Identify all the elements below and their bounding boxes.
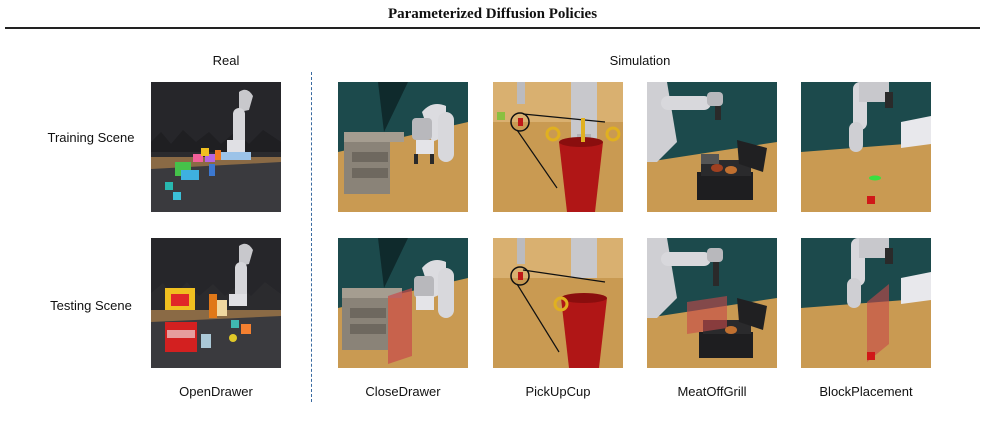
task-label-pickupcup: PickUpCup (525, 384, 591, 399)
image-blockplacement-training (801, 82, 931, 212)
image-meatoffgrill-training (647, 82, 777, 212)
image-real-training (151, 82, 281, 212)
image-blockplacement-testing (801, 238, 931, 368)
header-simulation: Simulation (609, 53, 671, 68)
title-rule (5, 27, 980, 29)
figure-title: Parameterized Diffusion Policies (387, 6, 598, 22)
real-sim-divider (311, 72, 312, 402)
task-label-opendrawer: OpenDrawer (179, 384, 253, 399)
task-label-meatoffgrill: MeatOffGrill (677, 384, 747, 399)
image-pickupcup-training (493, 82, 623, 212)
task-label-blockplacement: BlockPlacement (819, 384, 913, 399)
task-label-closedrawer: CloseDrawer (365, 384, 441, 399)
image-closedrawer-testing (338, 238, 468, 368)
image-pickupcup-testing (493, 238, 623, 368)
image-meatoffgrill-testing (647, 238, 777, 368)
image-real-testing (151, 238, 281, 368)
header-real: Real (212, 53, 240, 68)
row-label-training: Training Scene (47, 130, 135, 145)
image-closedrawer-training (338, 82, 468, 212)
row-label-testing: Testing Scene (50, 298, 132, 313)
